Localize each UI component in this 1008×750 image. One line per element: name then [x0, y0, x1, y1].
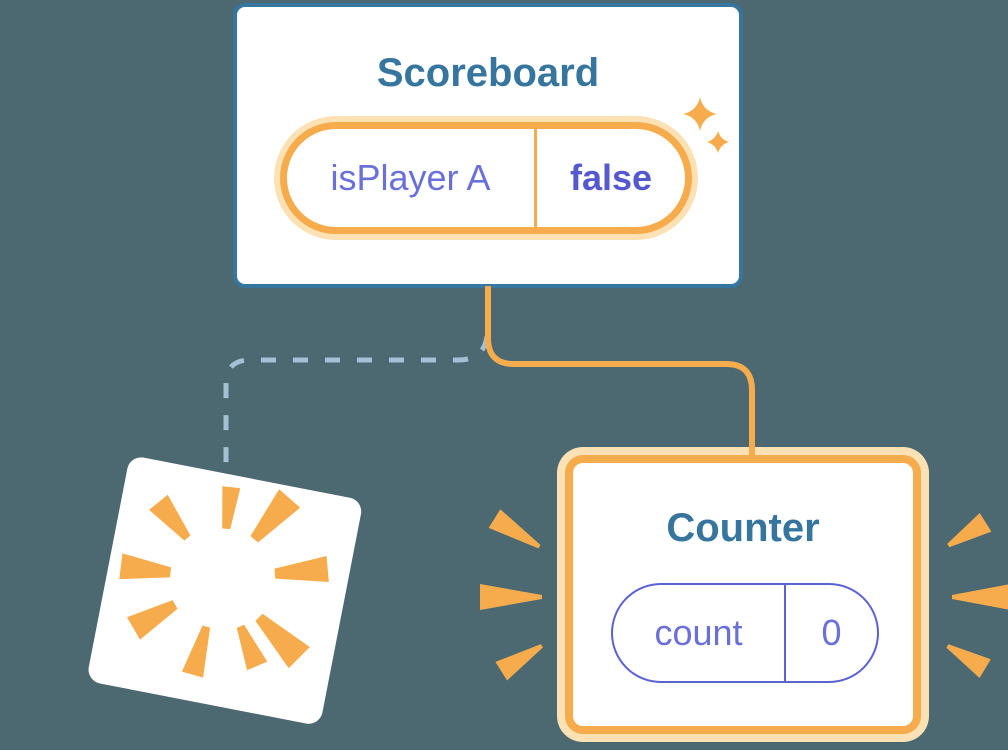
destroyed-connector-line: [223, 335, 490, 472]
is-player-label: isPlayer A: [330, 157, 491, 198]
count-label: count: [654, 612, 743, 653]
emphasis-lines-left-icon: [480, 509, 543, 681]
counter-state-pill: count 0: [611, 583, 879, 683]
counter-title: Counter: [666, 506, 820, 550]
state-pill-divider: [534, 129, 537, 227]
is-player-value: false: [569, 157, 653, 198]
destroyed-component-card: [86, 455, 364, 727]
scoreboard-state-pill: isPlayer A false: [280, 122, 692, 234]
scoreboard-title: Scoreboard: [376, 51, 600, 95]
scoreboard-card: Scoreboard isPlayer A false: [233, 3, 743, 288]
poof-burst-icon: [119, 486, 329, 678]
count-value: 0: [821, 612, 842, 653]
emphasis-lines-right-icon: [946, 513, 1008, 678]
counter-card: Counter count 0: [565, 455, 921, 734]
active-connector-line: [485, 286, 755, 462]
count-pill-divider: [784, 585, 786, 681]
